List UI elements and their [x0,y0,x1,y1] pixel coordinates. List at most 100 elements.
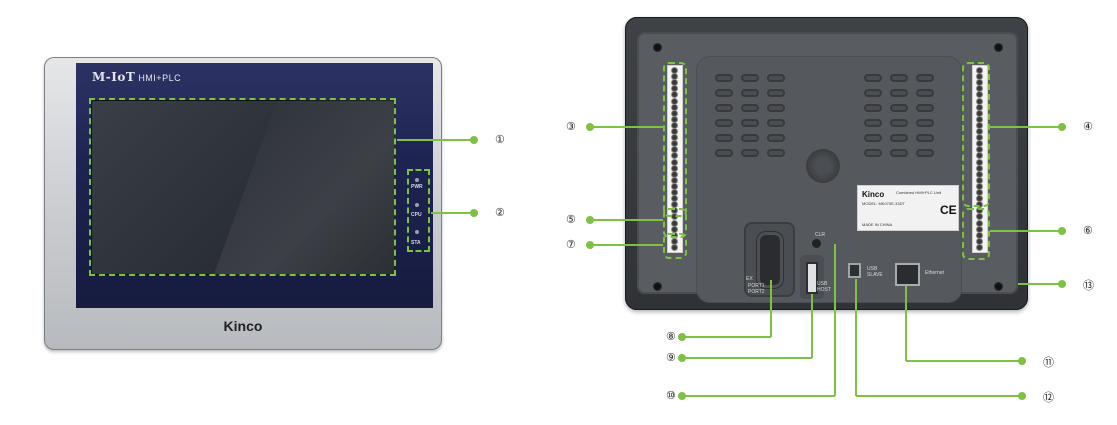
terminal-screw-icon [977,202,982,208]
terminal-screw-icon [977,171,982,177]
vent-slot [767,149,785,157]
front-logo-sub: HMI+PLC [138,73,182,83]
callout-dot-icon [1058,123,1066,131]
terminal-screw-icon [977,159,982,165]
vent-slot [890,89,908,97]
vent-slot [890,104,908,112]
terminal-screw-icon [672,92,677,98]
callout-label: ⑬ [1083,279,1094,292]
callout-line [906,360,1022,362]
callout-dot-icon [1018,357,1026,365]
terminal-screw-icon [672,190,677,195]
terminal-screw-icon [977,238,982,244]
terminal-screw-icon [977,110,982,116]
terminal-screw-icon [672,208,677,214]
callout-line [834,244,836,396]
vent-slot [741,149,759,157]
callout-line [431,212,474,214]
callout-label: ⑧ [666,330,676,343]
vent-slot [916,74,934,82]
terminal-screw-icon [977,196,982,202]
terminal-screw-icon [672,220,677,226]
sta-led-label: STA [411,240,421,246]
terminal-screw-icon [977,208,982,214]
terminal-screw-icon [977,135,982,141]
callout-dot-icon [1058,227,1066,235]
callout-label: ⑫ [1043,391,1054,404]
terminal-screw-icon [977,232,982,238]
sticker-brand: Kinco [862,190,885,199]
vent-slot [767,134,785,142]
terminal-screw-icon [672,74,677,80]
ethernet-label: Ethernet [925,270,944,276]
terminal-screw-icon [977,226,982,232]
usb-slave-port-icon [848,263,861,278]
vent-slot [864,149,882,157]
callout-line [682,395,835,397]
pwr-led-label: PWR [411,184,423,190]
vent-slot [890,149,908,157]
vent-slot [715,134,733,142]
terminal-screw-icon [672,80,677,86]
front-logo-main: M-IoT [92,70,136,84]
terminal-screw-icon [672,244,677,250]
terminal-screw-icon [977,98,982,104]
terminal-screw-icon [672,135,677,141]
clr-button[interactable] [812,239,821,248]
screw-icon [653,282,662,291]
counter-highlight [663,208,687,238]
callout-label: ⑪ [1043,356,1054,369]
touch-display [91,100,395,275]
usb-slave-label: USB SLAVE [867,266,883,278]
terminal-screw-icon [977,74,982,80]
usb-host-port-icon [806,262,818,294]
com-label: EX [746,276,753,282]
vent-slot [864,119,882,127]
callout-line [855,279,857,396]
callout-label: ⑥ [1083,224,1093,237]
terminal-screw-icon [672,238,677,244]
cpu-led-icon [415,203,419,207]
callout-line [856,395,1022,397]
vent-slot [864,74,882,82]
screw-icon [994,282,1003,291]
terminal-screw-icon [977,153,982,159]
terminal-screw-icon [672,68,677,73]
terminal-screw-icon [672,116,677,122]
callout-line [590,219,663,221]
vent-slot [767,89,785,97]
screw-icon [994,43,1003,52]
clr-label: CLR [815,232,826,238]
terminal-screw-icon [672,147,677,153]
vent-slot [715,89,733,97]
terminal-screw-icon [672,141,677,147]
callout-dot-icon [470,209,478,217]
cpu-led-label: CPU [411,212,422,218]
vent-slot [715,104,733,112]
terminal-screw-icon [977,147,982,153]
product-sticker: Kinco Combined HMI+PLC Unit MODEL: MK070… [857,185,959,231]
vent-slot [864,104,882,112]
terminal-screw-icon [672,196,677,202]
vent-slot [864,89,882,97]
vent-slot [741,89,759,97]
terminal-screw-icon [977,80,982,86]
callout-line [811,294,813,358]
vent-slot [715,74,733,82]
terminal-screw-icon [672,98,677,104]
sta-led-icon [415,230,419,234]
callout-line [682,336,771,338]
callout-dot-icon [678,354,686,362]
terminal-screw-icon [672,153,677,159]
vent-slot [916,119,934,127]
vent-slot [741,74,759,82]
front-brand: Kinco [223,318,263,334]
pwr-led-icon [415,178,419,182]
terminal-screw-icon [672,177,677,183]
port-label: PORT1 PORT2 [748,283,765,295]
terminal-screw-icon [977,122,982,128]
vent-slot [864,134,882,142]
usb-host-label: USB HOST [817,281,831,293]
callout-dot-icon [586,241,594,249]
